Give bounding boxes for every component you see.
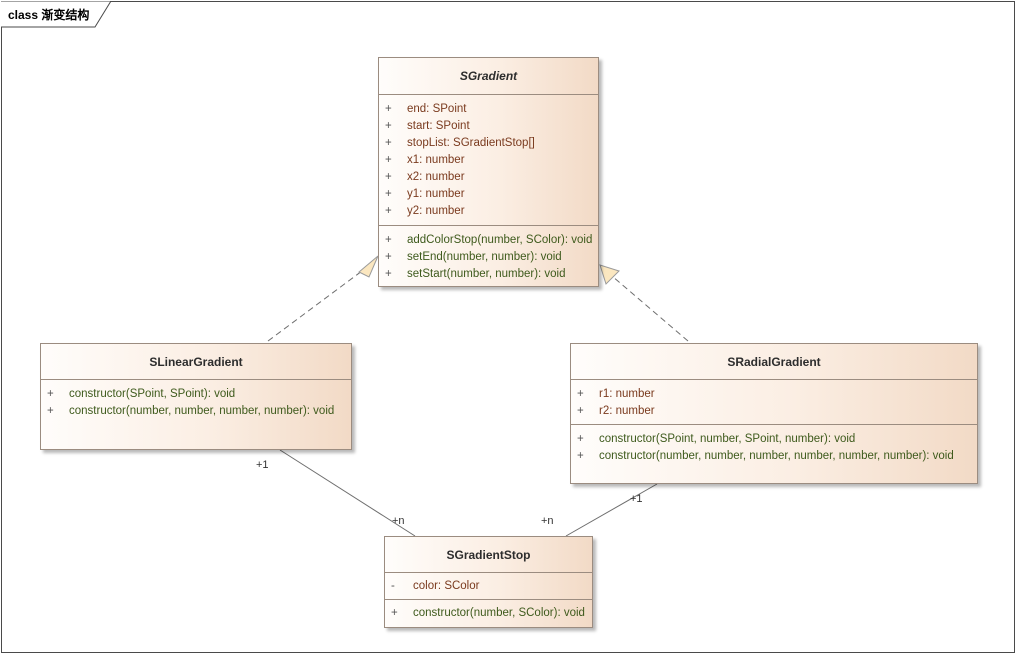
- multiplicity-radial-source: +1: [630, 493, 643, 505]
- operations-compartment: + constructor(SPoint, number, SPoint, num…: [571, 425, 977, 465]
- class-name: SLinearGradient: [41, 344, 351, 380]
- attributes-compartment: + r1: number + r2: number: [571, 380, 977, 425]
- attribute-row[interactable]: + x1: number: [379, 152, 598, 169]
- operation-row[interactable]: + constructor(SPoint, number, SPoint, num…: [571, 431, 977, 448]
- attribute-row[interactable]: - color: SColor: [385, 578, 592, 595]
- operation-text: constructor(number, number, number, numb…: [599, 450, 954, 462]
- operation-text: constructor(SPoint, SPoint): void: [69, 388, 236, 400]
- attribute-text: y1: number: [407, 188, 465, 200]
- operation-row[interactable]: + constructor(number, number, number, num…: [571, 448, 977, 465]
- operation-text: constructor(number, SColor): void: [413, 607, 585, 619]
- visibility-marker: +: [385, 171, 392, 183]
- operation-row[interactable]: + constructor(SPoint, SPoint): void: [41, 386, 351, 403]
- visibility-marker: +: [385, 205, 392, 217]
- operations-compartment: + constructor(SPoint, SPoint): void + const…: [41, 380, 351, 420]
- visibility-marker: +: [577, 433, 584, 445]
- visibility-marker: +: [577, 388, 584, 400]
- multiplicity-linear-target: +n: [392, 515, 405, 527]
- attribute-row[interactable]: + x2: number: [379, 169, 598, 186]
- operation-text: constructor(number, number, number, numb…: [69, 405, 335, 417]
- attribute-text: y2: number: [407, 205, 465, 217]
- attribute-text: end: SPoint: [407, 103, 467, 115]
- attribute-text: x1: number: [407, 154, 465, 166]
- class-sradialgradient[interactable]: SRadialGradient + r1: number + r2: number +…: [570, 343, 978, 484]
- realization-radial-line: [611, 275, 689, 342]
- attribute-text: r1: number: [599, 388, 655, 400]
- realization-radial-arrowhead: [599, 264, 620, 285]
- class-sgradientstop[interactable]: SGradientStop - color: SColor + constructo…: [384, 536, 593, 628]
- visibility-marker: +: [577, 450, 584, 462]
- visibility-marker: +: [385, 251, 392, 263]
- visibility-marker: +: [385, 234, 392, 246]
- attribute-text: start: SPoint: [407, 120, 470, 132]
- operations-compartment: + constructor(number, SColor): void: [385, 600, 592, 622]
- realization-linear-line: [267, 267, 367, 342]
- visibility-marker: +: [385, 188, 392, 200]
- frame-title: class 渐变结构: [8, 8, 90, 22]
- attribute-row[interactable]: + start: SPoint: [379, 118, 598, 135]
- attribute-text: stopList: SGradientStop[]: [407, 137, 535, 149]
- class-sgradient[interactable]: SGradient + end: SPoint + start: SPoint + sto…: [378, 57, 599, 287]
- class-name: SRadialGradient: [571, 344, 977, 380]
- attribute-row[interactable]: + stopList: SGradientStop[]: [379, 135, 598, 152]
- attributes-compartment: - color: SColor: [385, 573, 592, 600]
- operation-row[interactable]: + constructor(number, SColor): void: [385, 605, 592, 622]
- visibility-marker: +: [385, 268, 392, 280]
- attribute-text: color: SColor: [413, 580, 480, 592]
- multiplicity-linear-source: +1: [256, 459, 269, 471]
- class-name: SGradientStop: [385, 537, 592, 573]
- visibility-marker: +: [385, 154, 392, 166]
- frame-tab: [1, 1, 112, 28]
- association-radial-stop: [565, 483, 658, 537]
- operation-row[interactable]: + addColorStop(number, SColor): void: [379, 232, 598, 249]
- visibility-marker: +: [391, 607, 398, 619]
- operation-text: constructor(SPoint, number, SPoint, numb…: [599, 433, 856, 445]
- operations-compartment: + addColorStop(number, SColor): void + setE…: [379, 226, 598, 283]
- visibility-marker: +: [385, 120, 392, 132]
- visibility-marker: +: [385, 137, 392, 149]
- multiplicity-radial-target: +n: [541, 515, 554, 527]
- association-linear-stop: [279, 449, 416, 537]
- class-slineargradient[interactable]: SLinearGradient + constructor(SPoint, SPo…: [40, 343, 352, 450]
- visibility-marker: +: [385, 103, 392, 115]
- attribute-text: r2: number: [599, 405, 655, 417]
- attribute-row[interactable]: + end: SPoint: [379, 101, 598, 118]
- attribute-row[interactable]: + r2: number: [571, 403, 977, 420]
- operation-row[interactable]: + setStart(number, number): void: [379, 266, 598, 283]
- attribute-row[interactable]: + y1: number: [379, 186, 598, 203]
- visibility-marker: -: [391, 580, 395, 592]
- operation-text: addColorStop(number, SColor): void: [407, 234, 593, 246]
- operation-text: setStart(number, number): void: [407, 268, 566, 280]
- operation-row[interactable]: + constructor(number, number, number, num…: [41, 403, 351, 420]
- realization-linear-arrowhead: [358, 255, 379, 278]
- operation-text: setEnd(number, number): void: [407, 251, 562, 263]
- visibility-marker: +: [577, 405, 584, 417]
- attribute-text: x2: number: [407, 171, 465, 183]
- class-name: SGradient: [379, 58, 598, 95]
- attributes-compartment: + end: SPoint + start: SPoint + stopList: SGr…: [379, 95, 598, 226]
- attribute-row[interactable]: + r1: number: [571, 386, 977, 403]
- visibility-marker: +: [47, 405, 54, 417]
- operation-row[interactable]: + setEnd(number, number): void: [379, 249, 598, 266]
- visibility-marker: +: [47, 388, 54, 400]
- attribute-row[interactable]: + y2: number: [379, 203, 598, 220]
